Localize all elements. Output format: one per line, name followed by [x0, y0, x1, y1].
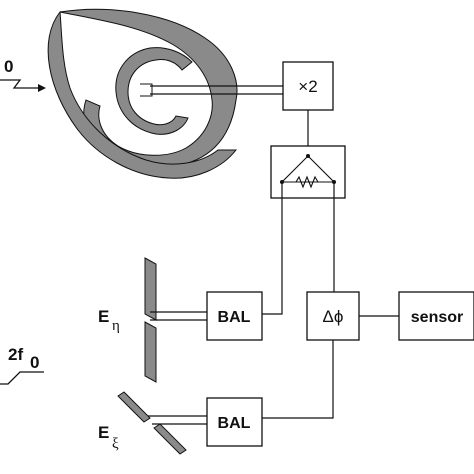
phase-label: Δϕ	[323, 307, 344, 326]
input-label-bottom: 2f	[8, 345, 23, 364]
input-label-bottom-sub: 0	[30, 353, 39, 372]
phase-to-bal-line	[262, 340, 334, 419]
feed-lines	[150, 85, 283, 95]
e-xi-label: E	[98, 423, 109, 442]
spiral-antenna	[47, 8, 238, 179]
bal-block-top	[206, 291, 263, 341]
e-eta-subscript: η	[112, 318, 120, 334]
splitter-outputs	[262, 182, 335, 315]
incoming-wave-bottom	[0, 371, 44, 385]
splitter-block	[270, 145, 346, 199]
spiral-outer-arm	[59, 8, 238, 169]
bal-label-bottom: BAL	[218, 415, 251, 432]
incoming-wave-top	[0, 79, 46, 92]
doubler-label: ×2	[298, 77, 317, 96]
sensor-block	[398, 291, 474, 341]
sensor-label: sensor	[411, 309, 463, 326]
e-eta-plate	[144, 257, 207, 383]
input-label-top: 0	[4, 57, 13, 76]
e-xi-subscript: ξ	[112, 436, 119, 452]
spiral-inner-arm	[115, 47, 193, 135]
bal-label-top: BAL	[218, 309, 251, 326]
bal-block-bottom	[206, 397, 263, 447]
e-eta-label: E	[98, 307, 109, 326]
e-xi-plate	[117, 391, 207, 455]
spiral-left-swoop	[47, 10, 238, 179]
spiral-feed-notch	[140, 83, 153, 97]
